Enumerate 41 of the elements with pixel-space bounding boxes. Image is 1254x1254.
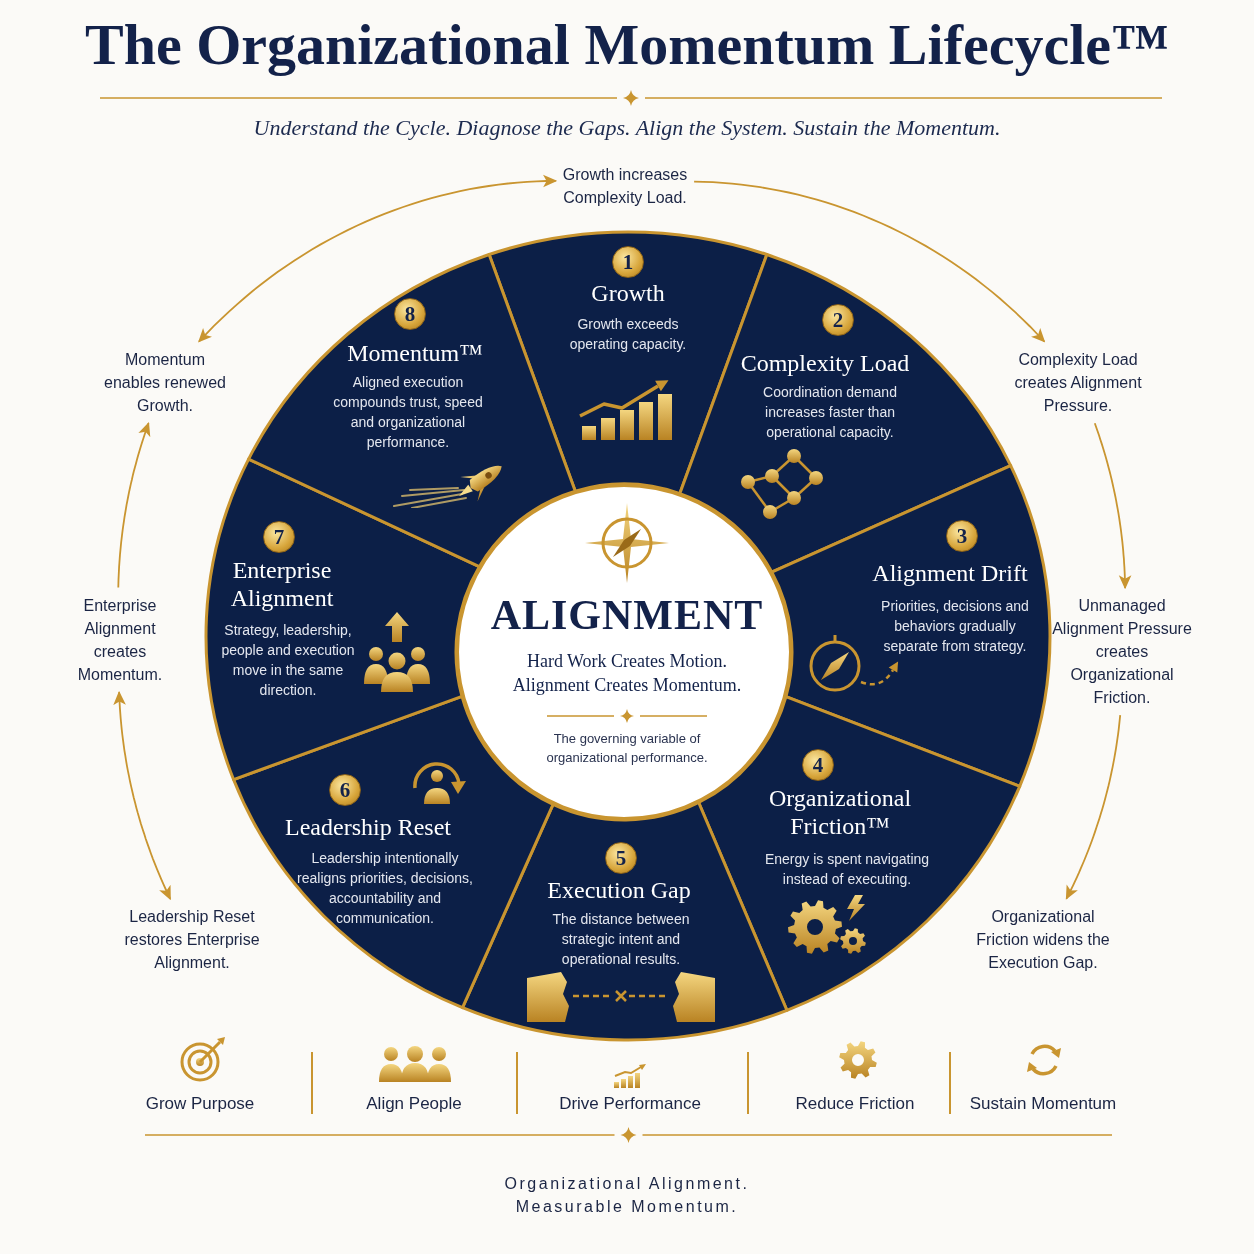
segment-title: Alignment Drift	[871, 560, 1029, 588]
segment-description: Priorities, decisions and behaviors gradually separate from strategy.	[880, 597, 1030, 656]
cycle-arrow	[117, 421, 151, 589]
tagline: Organizational Alignment. Measurable Momentum.	[504, 1174, 750, 1217]
segment-title: Growth	[590, 280, 666, 308]
cycle-note: Complexity Load creates Alignment Pressure.	[1013, 348, 1143, 417]
cycle-arrow	[1065, 714, 1122, 900]
pillar-label: Align People	[366, 1094, 462, 1115]
cycle-note: Leadership Reset restores Enterprise Alignment.	[123, 905, 261, 974]
segment-description: Energy is spent navigating instead of executing.	[764, 850, 930, 889]
cycle-arrow	[1093, 422, 1132, 590]
center-heading: ALIGNMENT	[490, 591, 764, 640]
cycle-note: Growth increases Complexity Load.	[562, 163, 688, 209]
segment-description: Leadership intentionally realigns priorities, decisions, accountability and communication.	[296, 849, 474, 928]
segment-title: Momentum™	[346, 340, 484, 368]
subtitle: Understand the Cycle. Diagnose the Gaps. Align the System. Sustain the Momentum.	[253, 114, 1001, 142]
center-tagline: Hard Work Creates Motion. Alignment Creates Momentum.	[512, 650, 742, 697]
segment-description: The distance between strategic intent and operational results.	[552, 910, 690, 969]
cycle-note: Enterprise Alignment creates Momentum.	[77, 594, 163, 686]
segment-description: Aligned execution compounds trust, speed and organizational performance.	[332, 373, 484, 452]
segment-title: Enterprise Alignment	[230, 557, 334, 613]
pillar-label: Drive Performance	[559, 1094, 701, 1115]
wheel-segment	[769, 463, 1052, 789]
cycle-note: Momentum enables renewed Growth.	[103, 348, 227, 417]
cycle-arrow	[198, 174, 558, 343]
pillar-label: Grow Purpose	[145, 1094, 255, 1115]
segment-title: Complexity Load	[740, 350, 910, 378]
segment-title: Organizational Friction™	[768, 785, 912, 841]
pillar-label: Reduce Friction	[795, 1094, 915, 1115]
segment-description: Coordination demand increases faster than operational capacity.	[762, 383, 898, 442]
center-subtext: The governing variable of organizational performance.	[545, 730, 709, 767]
segment-description: Strategy, leadership, people and execution move in the same direction.	[220, 621, 356, 700]
segment-title: Execution Gap	[546, 877, 692, 905]
segment-title: Leadership Reset	[284, 814, 452, 842]
cycle-arrow	[693, 180, 1046, 343]
title: The Organizational Momentum Lifecycle™	[84, 11, 1170, 79]
cycle-arrow	[113, 690, 172, 901]
pillar-label: Sustain Momentum	[969, 1094, 1117, 1115]
cycle-note: Unmanaged Alignment Pressure creates Organizational Friction.	[1051, 594, 1193, 709]
segment-description: Growth exceeds operating capacity.	[569, 315, 687, 354]
cycle-note: Organizational Friction widens the Execution Gap.	[975, 905, 1111, 974]
